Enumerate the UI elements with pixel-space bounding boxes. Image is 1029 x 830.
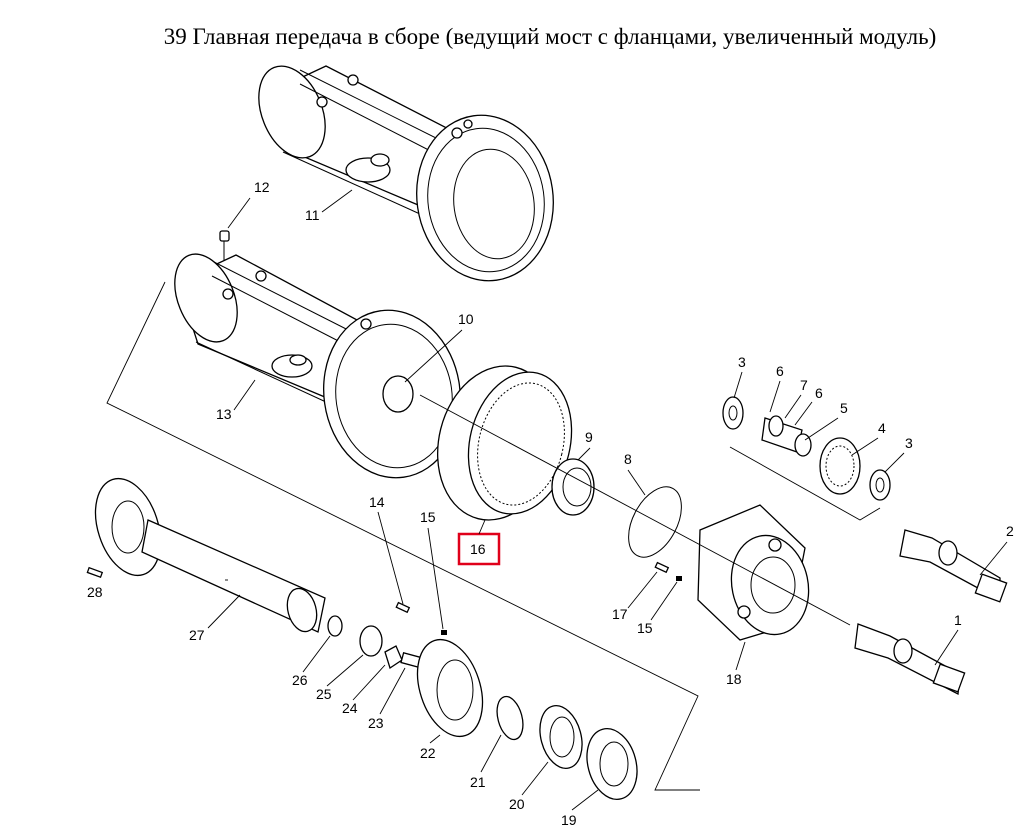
washer-3a <box>722 396 744 430</box>
fasteners <box>86 561 682 635</box>
callout-3b: 3 <box>905 435 913 451</box>
callout-16: 16 <box>470 541 486 557</box>
bearing-19 <box>586 728 638 800</box>
callout-1: 1 <box>954 612 962 628</box>
callout-23: 23 <box>368 715 384 731</box>
callout-28: 28 <box>87 584 103 600</box>
callout-25: 25 <box>316 686 332 702</box>
callout-6a: 6 <box>776 363 784 379</box>
bolt-17 <box>654 561 670 574</box>
callout-20: 20 <box>509 796 525 812</box>
axle-housing-11 <box>258 65 554 282</box>
callout-10: 10 <box>458 311 474 327</box>
washer-15b <box>676 576 682 581</box>
callout-6b: 6 <box>815 385 823 401</box>
callout-8: 8 <box>624 451 632 467</box>
callout-21: 21 <box>470 774 486 790</box>
washer-3b <box>869 469 891 501</box>
spider-gear-set <box>722 396 891 501</box>
callout-labels: 1 2 3 3 4 5 6 6 7 8 9 10 11 12 13 14 15 <box>87 179 1014 828</box>
callout-3a: 3 <box>738 354 746 370</box>
callout-11: 11 <box>305 207 320 223</box>
callout-14: 14 <box>369 494 385 510</box>
callout-27: 27 <box>189 627 205 643</box>
callout-15a: 15 <box>420 509 436 525</box>
lock-plate-24 <box>384 645 403 670</box>
snap-ring-8 <box>628 486 682 558</box>
washer-15a <box>441 630 447 635</box>
callout-15b: 15 <box>637 620 653 636</box>
callout-22: 22 <box>420 745 436 761</box>
bolt-14 <box>395 601 411 614</box>
callout-2: 2 <box>1006 523 1014 539</box>
ring-21 <box>496 695 524 741</box>
axle-housing-13 <box>174 253 461 479</box>
cover-22 <box>416 638 484 738</box>
callout-19: 19 <box>561 812 577 828</box>
differential-carrier-18 <box>697 504 810 641</box>
callout-7: 7 <box>800 377 808 393</box>
ring-gear-16 <box>436 365 573 521</box>
half-shaft-2 <box>899 529 1008 603</box>
callout-13: 13 <box>216 406 232 422</box>
screw-28 <box>86 566 104 579</box>
callout-18: 18 <box>726 671 742 687</box>
page-title: 39 Главная передача в сборе (ведущий мос… <box>163 24 937 49</box>
callout-12: 12 <box>254 179 270 195</box>
bearing-9 <box>551 458 595 516</box>
seal-20 <box>539 705 583 769</box>
callout-24: 24 <box>342 700 358 716</box>
washer-26 <box>327 615 343 637</box>
callout-4: 4 <box>878 420 886 436</box>
callout-5: 5 <box>840 400 848 416</box>
callout-26: 26 <box>292 672 308 688</box>
callout-9: 9 <box>585 429 593 445</box>
small-hardware <box>327 615 638 800</box>
washer-25 <box>359 625 383 657</box>
flanged-shaft-27 <box>94 477 326 633</box>
assembly-lines <box>106 281 881 791</box>
half-shaft-1 <box>854 623 966 696</box>
callout-17: 17 <box>612 606 628 622</box>
